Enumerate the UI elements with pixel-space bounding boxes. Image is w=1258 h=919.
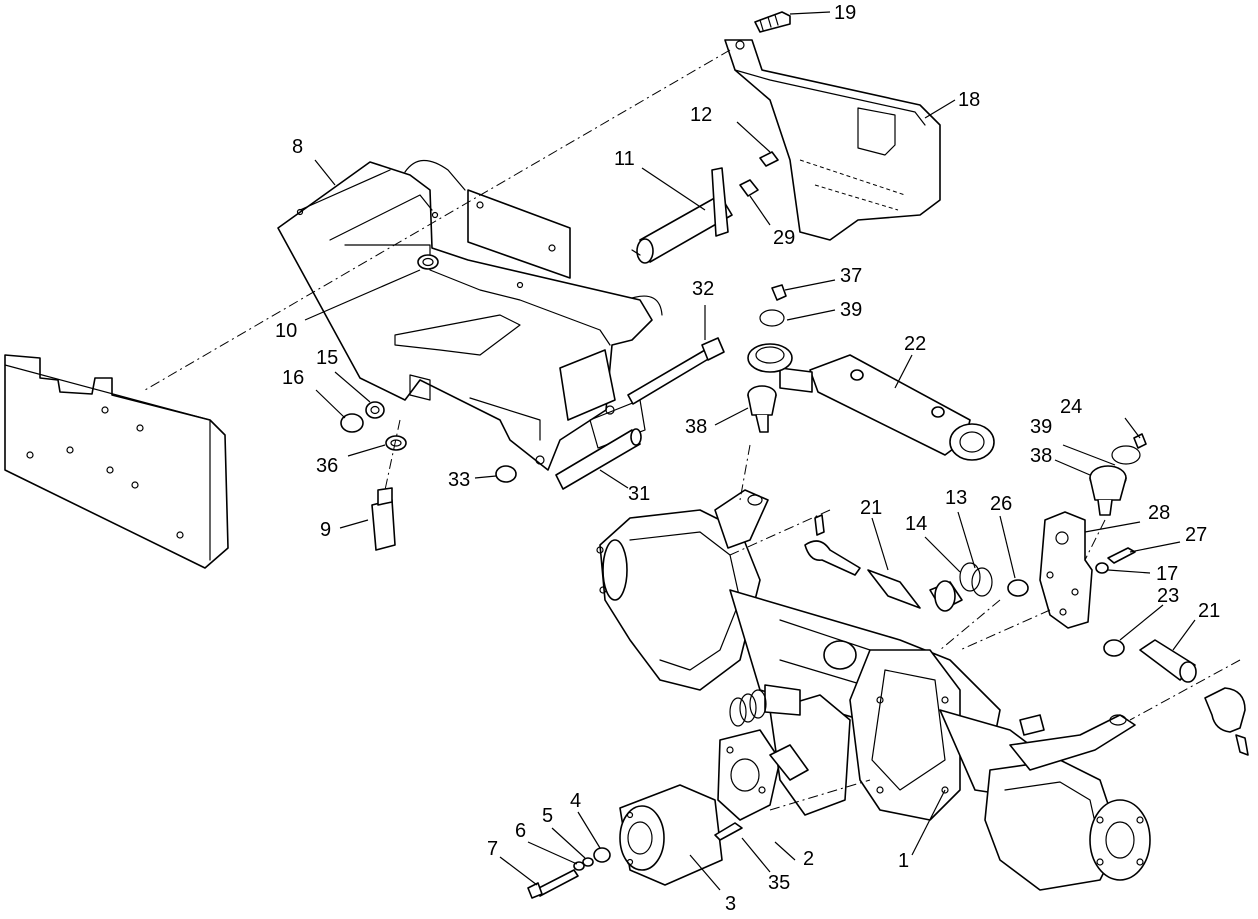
callout-33: 33 [448, 469, 470, 491]
callout-12: 12 [690, 104, 712, 126]
springs [729, 689, 767, 727]
retaining-ring-39-right [1111, 445, 1141, 465]
callout-8: 8 [292, 136, 303, 158]
callout-38a: 38 [685, 416, 707, 438]
hydraulic-motor [619, 784, 723, 886]
callout-6: 6 [515, 820, 526, 842]
motor-adapter [717, 729, 781, 821]
callout-2: 2 [803, 848, 814, 870]
grease-fitting-29 [739, 179, 759, 197]
callout-31: 31 [628, 483, 650, 505]
callout-14: 14 [905, 513, 927, 535]
ball-joint-38-left [747, 385, 777, 433]
callout-3: 3 [725, 893, 736, 915]
sleeve-14 [929, 580, 963, 612]
grease-fitting-24 [1133, 433, 1147, 449]
nut-26 [1007, 579, 1029, 597]
bushing-21-right [1139, 639, 1197, 683]
callout-27: 27 [1185, 524, 1207, 546]
bolt-19 [754, 11, 791, 33]
callout-26: 26 [990, 493, 1012, 515]
nut-33 [495, 465, 517, 483]
seals-13-14 [959, 562, 993, 597]
callout-39b: 39 [1030, 416, 1052, 438]
callout-labels: 19 18 12 11 29 8 10 15 16 36 9 33 32 31 … [275, 2, 1220, 915]
callout-10: 10 [275, 320, 297, 342]
callout-22: 22 [904, 333, 926, 355]
pivot-pin [631, 167, 733, 264]
callout-19: 19 [834, 2, 856, 24]
pivot-bolt-32 [627, 337, 725, 405]
callout-28: 28 [1148, 502, 1170, 524]
callout-24: 24 [1060, 396, 1082, 418]
tie-rod-end-right [1204, 687, 1249, 756]
callout-37: 37 [840, 265, 862, 287]
grease-fitting-37 [771, 284, 787, 301]
callout-5: 5 [542, 805, 553, 827]
callout-7: 7 [487, 838, 498, 860]
motor-hardware-4-7 [527, 847, 611, 899]
ball-joint-38-right [1089, 465, 1127, 516]
retaining-ring-39-left [759, 309, 785, 327]
steering-axle [596, 489, 1151, 891]
nut-23 [1103, 639, 1125, 657]
callout-16: 16 [282, 367, 304, 389]
callout-39a: 39 [840, 299, 862, 321]
steering-bracket-28 [1039, 511, 1093, 629]
bushing-21-left [867, 569, 921, 609]
bolt-12 [759, 151, 779, 167]
callout-15: 15 [316, 347, 338, 369]
callout-17: 17 [1156, 563, 1178, 585]
hardware-15-16-36 [340, 401, 407, 451]
callout-32: 32 [692, 278, 714, 300]
stud-9 [371, 487, 396, 551]
callout-18: 18 [958, 89, 980, 111]
gearbox-input [764, 684, 851, 816]
callout-9: 9 [320, 519, 331, 541]
callout-35: 35 [768, 872, 790, 894]
callout-21a: 21 [860, 497, 882, 519]
mounting-bracket [277, 159, 663, 471]
bushing-31 [555, 428, 642, 490]
steering-shield [724, 39, 941, 241]
steering-cylinder [747, 343, 995, 461]
callout-38b: 38 [1030, 445, 1052, 467]
callout-11: 11 [614, 148, 635, 170]
callout-21b: 21 [1198, 600, 1220, 622]
counterweight-plate [4, 354, 229, 569]
alignment-lines [144, 49, 1241, 811]
callout-4: 4 [570, 790, 581, 812]
bolt-35 [714, 822, 743, 841]
callout-29: 29 [773, 227, 795, 249]
callout-36: 36 [316, 455, 338, 477]
leader-lines [304, 11, 1196, 891]
bolt-27-washer-17 [1095, 547, 1136, 574]
callout-1: 1 [898, 850, 909, 872]
callout-23: 23 [1157, 585, 1179, 607]
callout-13: 13 [945, 487, 967, 509]
tie-rod-end-left [804, 514, 861, 576]
